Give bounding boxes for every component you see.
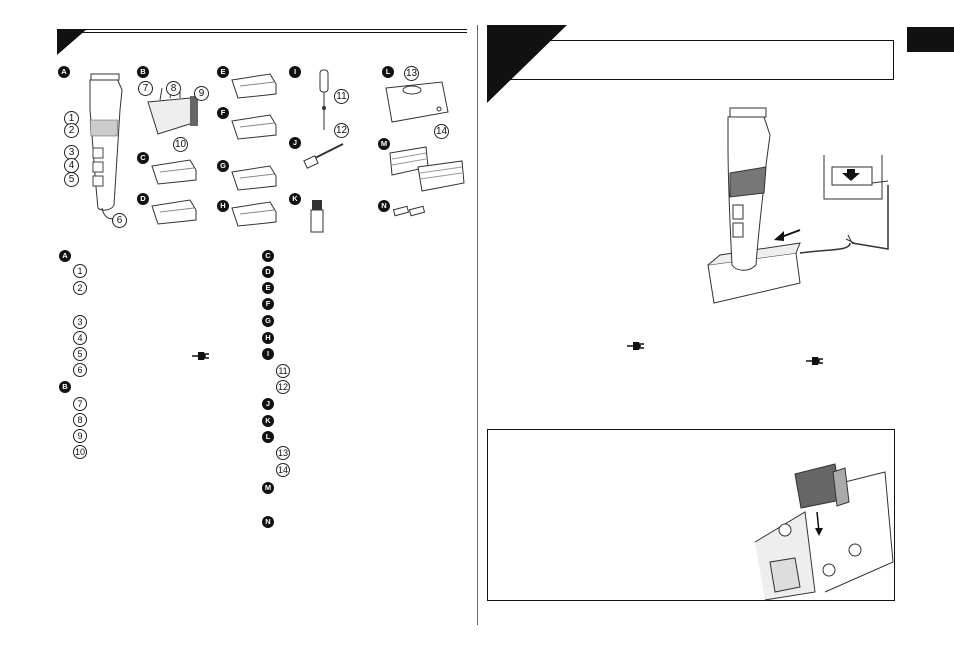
comb-H	[231, 201, 277, 227]
adaptor-figure	[319, 69, 329, 130]
callout-3: 3	[64, 145, 79, 160]
plug-icon	[192, 352, 209, 360]
figure-badge-D: D	[137, 193, 149, 205]
figure-badge-E: E	[217, 66, 229, 78]
figure-badge-A: A	[58, 66, 70, 78]
legend-letter-I: I	[262, 348, 274, 360]
right-corner-triangle	[487, 25, 567, 103]
legend-letter-F: F	[262, 298, 274, 310]
battery-packs-figure	[389, 146, 465, 192]
legend-number-4: 4	[73, 331, 87, 345]
callout-9: 9	[194, 86, 209, 101]
comb-F	[231, 114, 277, 140]
callout-5: 5	[64, 172, 79, 187]
callout-4: 4	[64, 158, 79, 173]
figure-badge-C: C	[137, 152, 149, 164]
legend-number-12: 12	[276, 380, 290, 394]
callout-7: 7	[138, 81, 153, 96]
legend-letter-C: C	[262, 250, 274, 262]
callout-12: 12	[334, 123, 349, 138]
legend-letter-J: J	[262, 398, 274, 410]
figure-badge-J: J	[289, 137, 301, 149]
brush-figure	[303, 143, 344, 169]
callout-8: 8	[166, 81, 181, 96]
callout-6: 6	[112, 213, 127, 228]
legend-number-14: 14	[276, 463, 290, 477]
figure-badge-N: N	[378, 200, 390, 212]
battery-illustration	[754, 463, 894, 601]
charging-illustration	[707, 107, 889, 304]
legend-number-13: 13	[276, 446, 290, 460]
figure-badge-G: G	[217, 160, 229, 172]
legend-number-6: 6	[73, 363, 87, 377]
plug-icon	[806, 357, 823, 365]
figure-badge-L: L	[382, 66, 394, 78]
legend-letter-G: G	[262, 315, 274, 327]
legend-number-11: 11	[276, 364, 290, 378]
legend-number-2: 2	[73, 281, 87, 295]
comb-G	[231, 165, 277, 191]
callout-11: 11	[334, 89, 349, 104]
legend-number-10: 10	[73, 445, 87, 459]
comb-C	[151, 159, 197, 185]
left-header-rule-2	[57, 32, 467, 33]
legend-letter-A: A	[59, 250, 71, 262]
legend-letter-K: K	[262, 415, 274, 427]
legend-number-5: 5	[73, 347, 87, 361]
legend-number-8: 8	[73, 413, 87, 427]
figure-badge-I: I	[289, 66, 301, 78]
left-header-rule	[57, 29, 467, 30]
language-tab	[907, 27, 954, 52]
clipper-figure	[89, 73, 123, 220]
left-corner-triangle	[57, 29, 87, 55]
legend-letter-M: M	[262, 482, 274, 494]
callout-10: 10	[173, 137, 188, 152]
legend-number-7: 7	[73, 397, 87, 411]
figure-badge-M: M	[378, 138, 390, 150]
legend-letter-H: H	[262, 332, 274, 344]
figure-badge-B: B	[137, 66, 149, 78]
legend-number-3: 3	[73, 315, 87, 329]
callout-14: 14	[434, 124, 449, 139]
center-divider	[477, 25, 478, 625]
charging-stand-figure	[385, 81, 449, 123]
legend-letter-E: E	[262, 282, 274, 294]
legend-letter-D: D	[262, 266, 274, 278]
legend-number-9: 9	[73, 429, 87, 443]
battery-box	[487, 429, 895, 601]
legend-letter-L: L	[262, 431, 274, 443]
figure-badge-H: H	[217, 200, 229, 212]
figure-badge-K: K	[289, 193, 301, 205]
figure-badge-F: F	[217, 107, 229, 119]
callout-13: 13	[404, 66, 419, 81]
comb-D	[151, 199, 197, 225]
callout-2: 2	[64, 123, 79, 138]
oil-figure	[310, 200, 324, 233]
comb-E	[231, 73, 277, 99]
legend-letter-N: N	[262, 516, 274, 528]
legend-number-1: 1	[73, 264, 87, 278]
plug-icon	[627, 342, 644, 350]
legend-letter-B: B	[59, 381, 71, 393]
batteries-figure	[392, 205, 426, 217]
